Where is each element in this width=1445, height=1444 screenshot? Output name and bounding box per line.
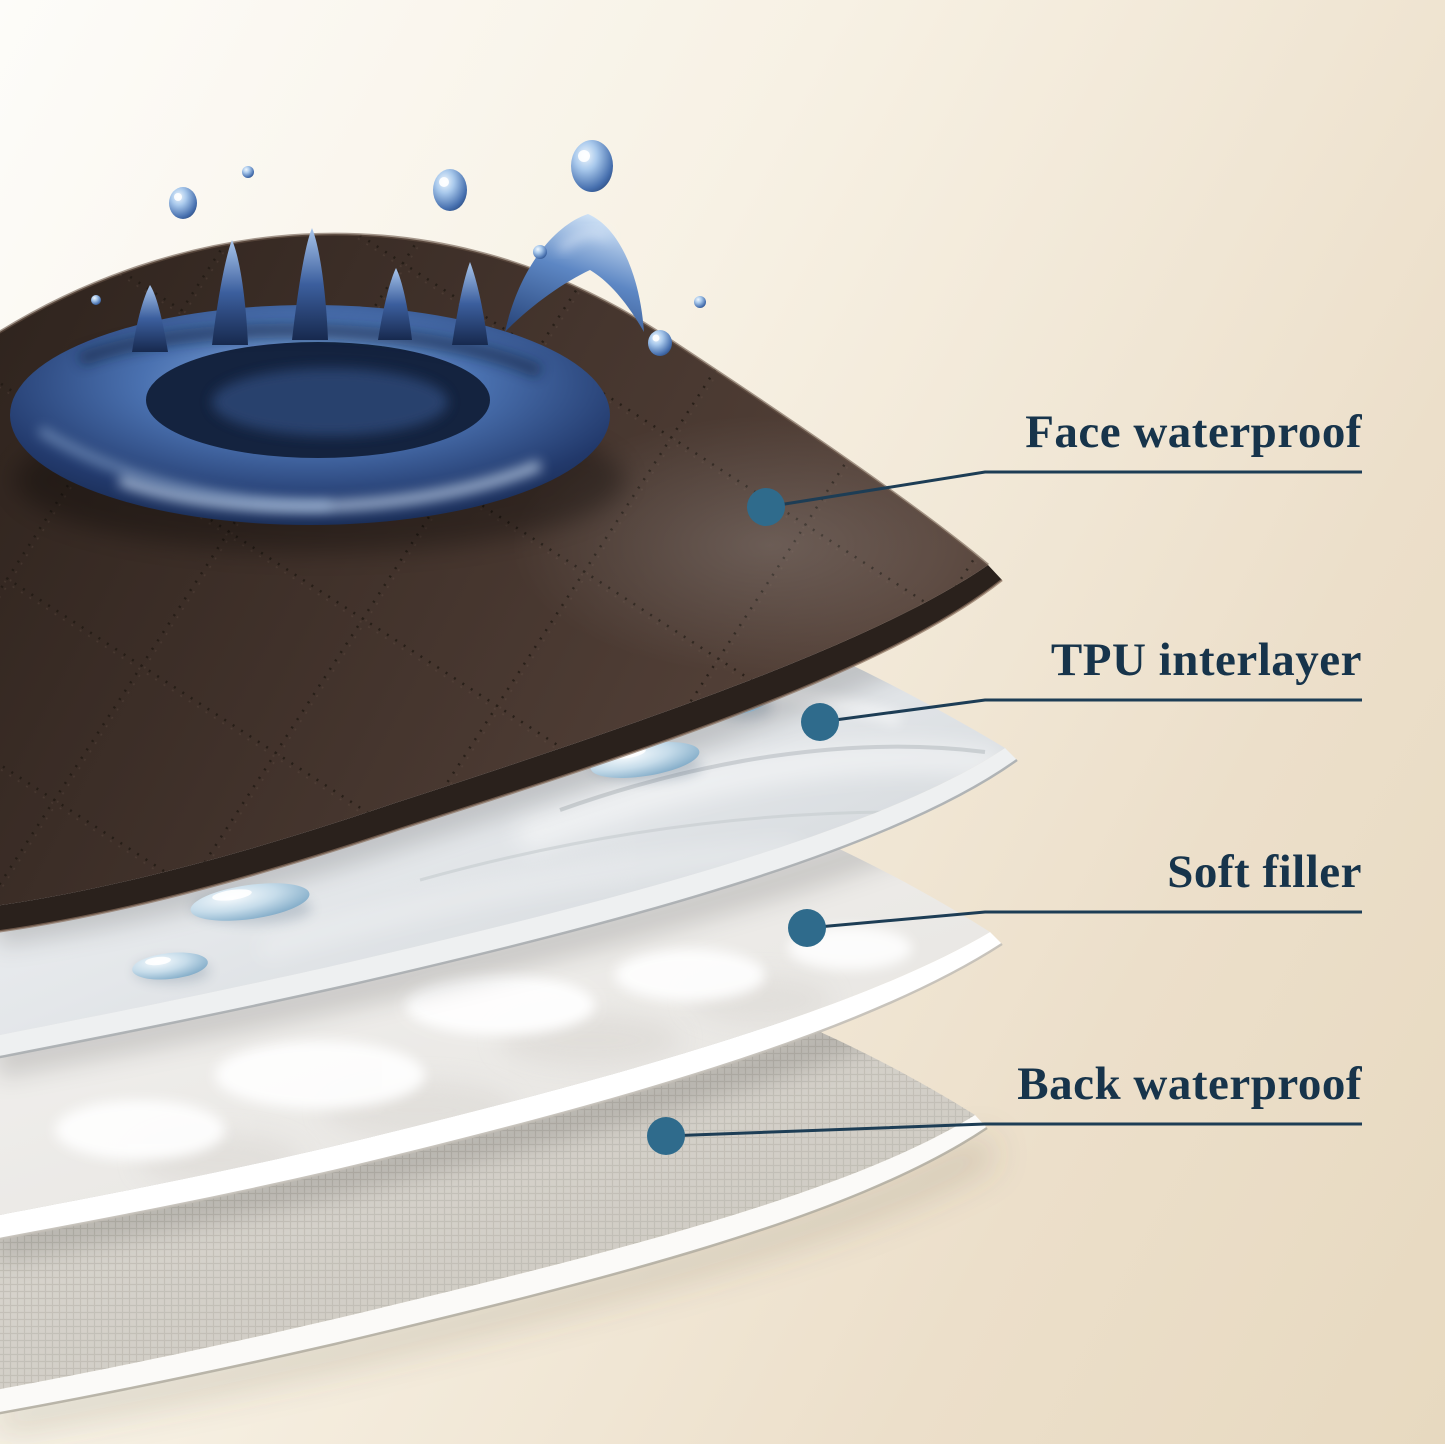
splash-droplets bbox=[91, 140, 706, 356]
splash-pool-highlight bbox=[212, 368, 448, 436]
leader-dot-tpu bbox=[801, 703, 839, 741]
leader-line-soft bbox=[806, 910, 1362, 930]
ground-shadow bbox=[0, 1136, 997, 1433]
splash-wave-highlight bbox=[557, 229, 610, 253]
layer-soft-edge bbox=[0, 932, 1002, 1240]
leader-line-face bbox=[765, 470, 1362, 509]
water-splash bbox=[10, 140, 706, 552]
splash-rim-light2 bbox=[38, 427, 331, 509]
label-soft-filler: Soft filler bbox=[1167, 846, 1362, 898]
layer-tpu-edge-rim bbox=[0, 758, 1018, 1059]
label-tpu-interlayer: TPU interlayer bbox=[1050, 634, 1362, 686]
splash-spike bbox=[378, 268, 412, 340]
label-face-waterproof: Face waterproof bbox=[1025, 406, 1362, 458]
annotations bbox=[647, 470, 1362, 1155]
layer-back-edge-rim bbox=[0, 1126, 988, 1415]
splash-spike bbox=[292, 228, 328, 340]
layer-tpu-edge bbox=[0, 748, 1017, 1058]
label-back-waterproof: Back waterproof bbox=[1017, 1058, 1362, 1110]
leader-line-tpu bbox=[819, 698, 1362, 724]
leader-line-back bbox=[665, 1122, 1362, 1138]
layer-back-edge bbox=[0, 1115, 987, 1414]
layer-face-top-highlight bbox=[0, 232, 989, 567]
splash-spike bbox=[452, 262, 488, 345]
leader-dot-face bbox=[747, 488, 785, 526]
layer-face-edge-rim bbox=[0, 579, 1003, 933]
leader-dot-back bbox=[647, 1117, 685, 1155]
leader-dot-soft bbox=[788, 909, 826, 947]
splash-spike bbox=[132, 285, 168, 352]
layer-face-edge bbox=[0, 565, 1002, 932]
splash-wave bbox=[505, 214, 644, 332]
splash-spike bbox=[212, 240, 248, 345]
layer-soft-edge-rim bbox=[0, 942, 1003, 1241]
